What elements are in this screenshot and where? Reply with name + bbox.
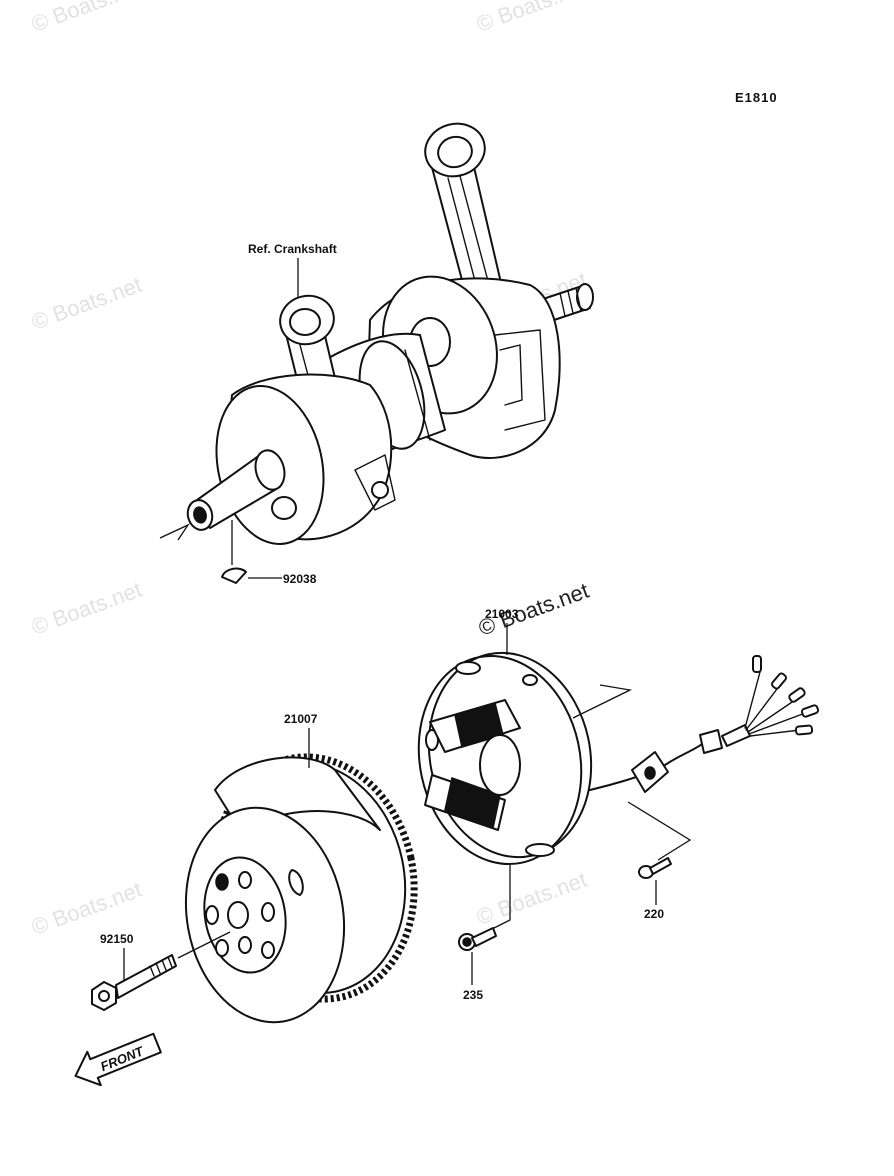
front-arrow: FRONT bbox=[74, 1032, 162, 1087]
watermark: © Boats.net bbox=[28, 577, 145, 640]
part-label-21007[interactable]: 21007 bbox=[284, 712, 318, 726]
assembly-arrow-left bbox=[159, 523, 190, 541]
watermark: © Boats.net bbox=[28, 0, 145, 37]
part-label-21003[interactable]: 21003 bbox=[485, 607, 519, 621]
screw-220: 220 bbox=[627, 801, 692, 921]
watermark: © Boats.net bbox=[473, 0, 590, 37]
part-label-235[interactable]: 235 bbox=[463, 988, 483, 1002]
diagram-code: E1810 bbox=[735, 90, 778, 105]
watermark: © Boats.net bbox=[473, 867, 590, 930]
stator-drawing bbox=[417, 651, 820, 866]
assembly-arrow-right bbox=[572, 684, 633, 719]
watermark: © Boats.net bbox=[28, 272, 145, 335]
flywheel-drawing bbox=[184, 753, 418, 1024]
part-label-92150[interactable]: 92150 bbox=[100, 932, 134, 946]
part-label-92038[interactable]: 92038 bbox=[283, 572, 317, 586]
watermark: © Boats.net bbox=[28, 877, 145, 940]
crankshaft-ref-label: Ref. Crankshaft bbox=[248, 242, 337, 256]
bolt-235: 235 bbox=[458, 865, 511, 1002]
crankshaft-drawing bbox=[186, 122, 594, 545]
bolt-92150: 92150 bbox=[91, 931, 231, 1011]
key-part: 92038 bbox=[221, 520, 317, 586]
part-label-220[interactable]: 220 bbox=[644, 907, 664, 921]
